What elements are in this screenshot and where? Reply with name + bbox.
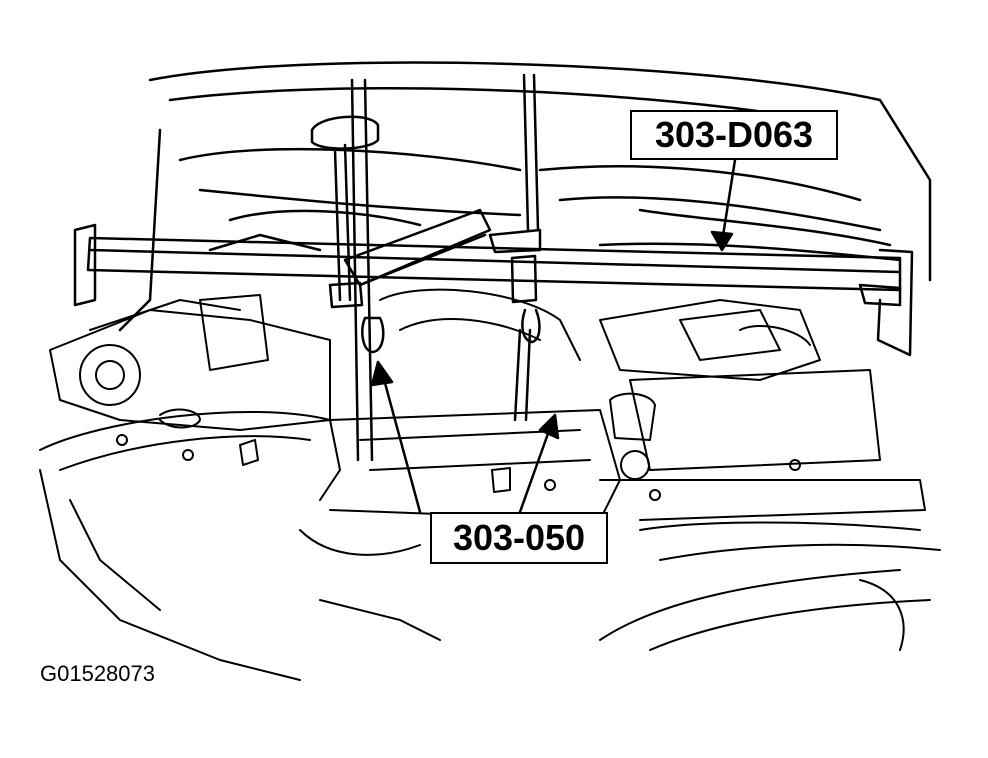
callout-arrows [370,158,737,514]
callout-lifting-brackets: 303-050 [430,512,608,564]
figure-id-code: G01528073 [40,661,155,686]
callout-engine-support-bar: 303-D063 [630,110,838,160]
engine-components [39,288,926,521]
fender-outline [39,469,941,681]
lifting-brackets [361,308,541,422]
hood-outline [118,61,932,332]
lifting-rods [310,73,542,462]
engine-support-bar [73,223,914,357]
